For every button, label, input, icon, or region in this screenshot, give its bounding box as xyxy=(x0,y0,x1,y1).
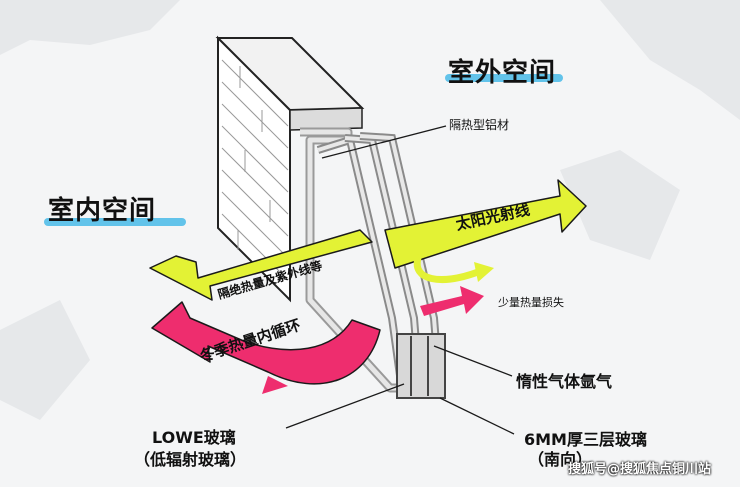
reflect-curl-arrow xyxy=(413,254,482,283)
lowe-glass-sublabel: （低辐射玻璃） xyxy=(134,450,247,469)
background-map xyxy=(0,0,740,420)
watermark: 搜狐号@搜狐焦点铜川站 xyxy=(568,462,712,477)
frame-label: 隔热型铝材 xyxy=(449,118,510,132)
heat-loss-label: 少量热量损失 xyxy=(498,296,564,309)
leader-lines xyxy=(285,125,515,435)
aluminum-frame xyxy=(300,127,400,393)
reflect-curl-arrowhead xyxy=(474,262,494,282)
heat-loop-arrow xyxy=(151,301,381,385)
triple-glass-label: 6MM厚三层玻璃 xyxy=(524,430,647,449)
triple-glass-sublabel: （南向） xyxy=(528,450,593,469)
heat-loss-arrow xyxy=(420,286,484,316)
outdoor-space-label: 室外空间 xyxy=(448,58,557,88)
argon-gas-label: 惰性气体氩气 xyxy=(516,372,613,391)
brick-wall xyxy=(215,35,365,303)
sun-ray-arrow xyxy=(384,179,587,269)
indoor-space-label: 室内空间 xyxy=(48,196,157,226)
heat-block-arrow xyxy=(149,229,373,301)
lowe-glass-label: LOWE玻璃 xyxy=(152,428,236,447)
outdoor-underline xyxy=(445,74,563,82)
heat-loop-return xyxy=(262,376,288,394)
indoor-underline xyxy=(44,218,186,226)
